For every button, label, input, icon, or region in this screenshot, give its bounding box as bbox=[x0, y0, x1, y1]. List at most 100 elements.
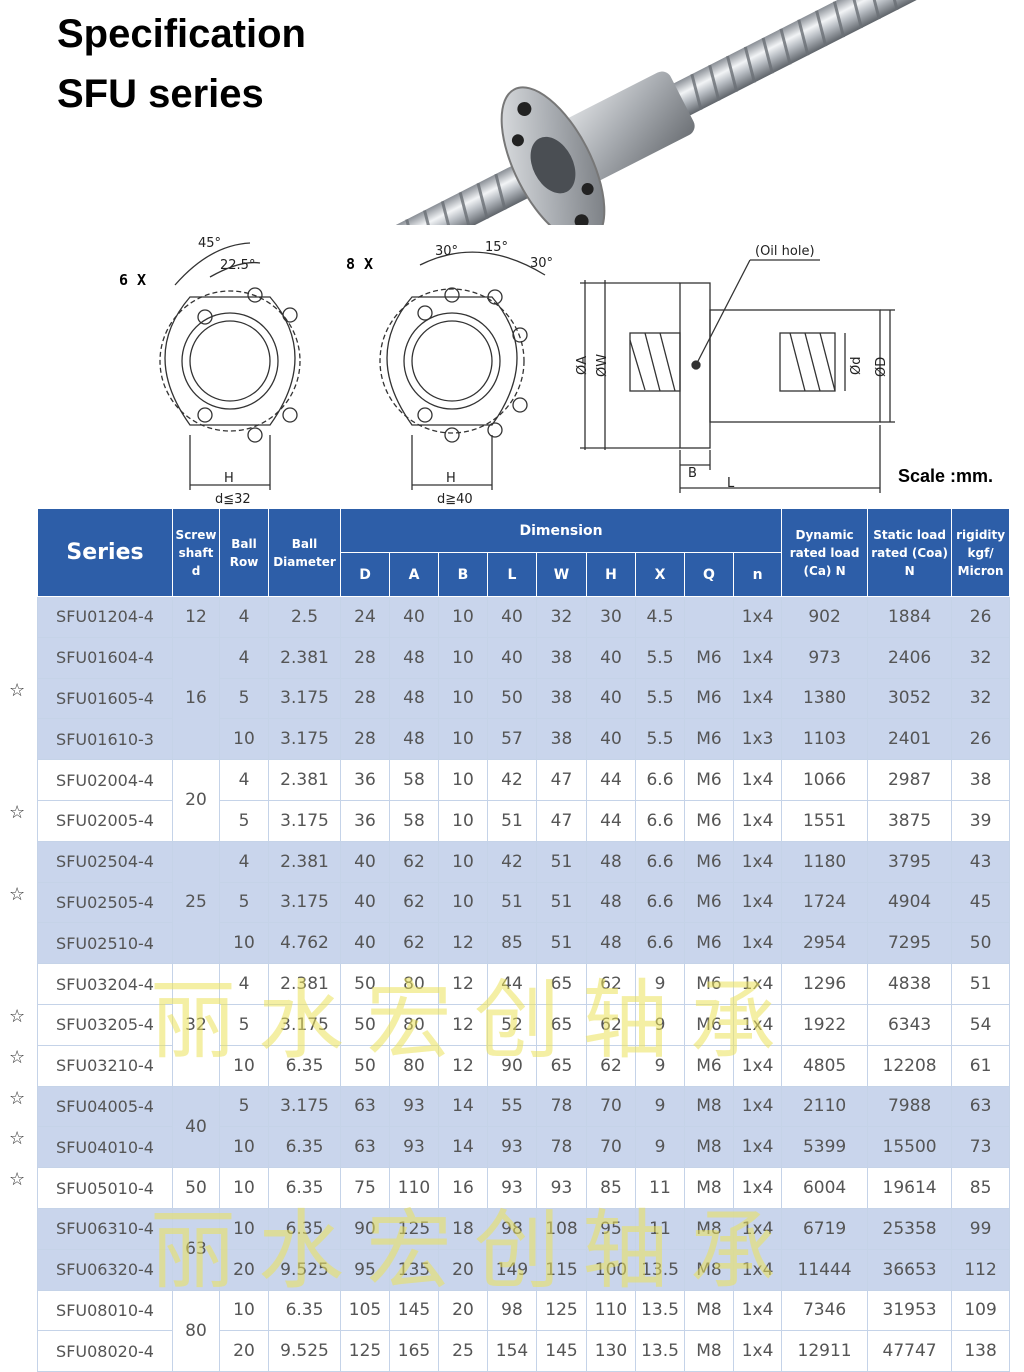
cell-w: 145 bbox=[536, 1330, 587, 1372]
cell-x: 13.5 bbox=[635, 1248, 685, 1291]
cell-b: 14 bbox=[438, 1126, 488, 1169]
cell-x: 5.5 bbox=[635, 677, 685, 720]
cell-h: 48 bbox=[586, 840, 636, 883]
cell-static-load: 19614 bbox=[867, 1167, 953, 1209]
cell-ball-diameter: 6.35 bbox=[268, 1289, 341, 1332]
cell-rigidity: 39 bbox=[951, 799, 1011, 842]
cell-n: 1x4 bbox=[732, 799, 783, 842]
cell-d: 40 bbox=[340, 840, 390, 883]
cell-n: 1x4 bbox=[732, 596, 783, 638]
cell-x: 11 bbox=[635, 1167, 685, 1209]
cell-dynamic-load: 2110 bbox=[781, 1085, 869, 1128]
cell-x: 5.5 bbox=[635, 718, 685, 761]
cell-series: SFU01610-3 bbox=[37, 718, 173, 761]
cell-screw-shaft: 80 bbox=[172, 1289, 220, 1372]
cell-a: 145 bbox=[389, 1289, 439, 1332]
cell-ball-row: 5 bbox=[219, 799, 269, 842]
header-series: Series bbox=[37, 508, 173, 597]
cell-a: 62 bbox=[389, 840, 439, 883]
cell-dynamic-load: 6004 bbox=[781, 1167, 869, 1209]
technical-drawing: 45° 22.5° 30° 15° 30° H d≦32 H d≧40 (Oil… bbox=[159, 236, 895, 507]
cell-w: 125 bbox=[536, 1289, 587, 1332]
cell-q: M6 bbox=[684, 718, 734, 761]
cell-a: 93 bbox=[389, 1126, 439, 1169]
cell-w: 78 bbox=[536, 1085, 587, 1128]
cell-ball-row: 10 bbox=[219, 1126, 269, 1169]
cell-dynamic-load: 1066 bbox=[781, 759, 869, 801]
cell-series: SFU01605-4 bbox=[37, 677, 173, 720]
header-dimension: Dimension bbox=[339, 508, 783, 553]
cell-b: 12 bbox=[438, 922, 488, 965]
cell-d: 36 bbox=[340, 759, 390, 801]
cell-q: M6 bbox=[684, 759, 734, 801]
cell-n: 1x4 bbox=[732, 1044, 783, 1087]
recommended-star-icon: ☆ bbox=[9, 1087, 26, 1109]
cond-mid: d≧40 bbox=[437, 492, 473, 507]
cell-series: SFU02505-4 bbox=[37, 881, 173, 924]
cell-n: 1x4 bbox=[732, 963, 783, 1005]
cell-x: 9 bbox=[635, 1085, 685, 1128]
angle-22-5-label: 22.5° bbox=[220, 258, 255, 273]
cell-a: 48 bbox=[389, 718, 439, 761]
cell-n: 1x4 bbox=[732, 1126, 783, 1169]
label-6x: 6 X bbox=[119, 271, 147, 289]
cell-n: 1x4 bbox=[732, 1167, 783, 1209]
cell-static-load: 47747 bbox=[867, 1330, 953, 1372]
cell-h: 100 bbox=[586, 1248, 636, 1291]
cell-w: 78 bbox=[536, 1126, 587, 1169]
cell-ball-diameter: 3.175 bbox=[268, 881, 341, 924]
angle-15-label: 15° bbox=[485, 240, 508, 255]
cell-q: M8 bbox=[684, 1085, 734, 1128]
cell-d: 105 bbox=[340, 1289, 390, 1332]
cell-ball-row: 4 bbox=[219, 636, 269, 679]
cell-b: 10 bbox=[438, 636, 488, 679]
cell-h: 62 bbox=[586, 963, 636, 1005]
cell-b: 10 bbox=[438, 718, 488, 761]
cell-dynamic-load: 6719 bbox=[781, 1207, 869, 1250]
cell-static-load: 3795 bbox=[867, 840, 953, 883]
cell-ball-diameter: 3.175 bbox=[268, 677, 341, 720]
cell-screw-shaft: 25 bbox=[172, 840, 220, 965]
cell-rigidity: 32 bbox=[951, 677, 1011, 720]
spec-table: Series Screw shaft d Ball Row Ball Diame… bbox=[37, 508, 1011, 1372]
cell-x: 6.6 bbox=[635, 922, 685, 965]
cell-n: 1x4 bbox=[732, 1003, 783, 1046]
cell-a: 62 bbox=[389, 881, 439, 924]
cell-q: M6 bbox=[684, 636, 734, 679]
cell-rigidity: 51 bbox=[951, 963, 1011, 1005]
cell-dynamic-load: 7346 bbox=[781, 1289, 869, 1332]
cell-q: M6 bbox=[684, 922, 734, 965]
cell-q: M8 bbox=[684, 1126, 734, 1169]
cell-b: 10 bbox=[438, 677, 488, 720]
dim-b-label: B bbox=[688, 466, 697, 481]
cell-rigidity: 54 bbox=[951, 1003, 1011, 1046]
cell-static-load: 4904 bbox=[867, 881, 953, 924]
cell-n: 1x4 bbox=[732, 636, 783, 679]
cell-static-load: 15500 bbox=[867, 1126, 953, 1169]
cell-ball-row: 10 bbox=[219, 1289, 269, 1332]
header-dim-h: H bbox=[586, 552, 636, 597]
cell-series: SFU03204-4 bbox=[37, 963, 173, 1005]
cell-dynamic-load: 12911 bbox=[781, 1330, 869, 1372]
cell-d: 28 bbox=[340, 636, 390, 679]
cell-series: SFU03205-4 bbox=[37, 1003, 173, 1046]
cell-series: SFU02504-4 bbox=[37, 840, 173, 883]
cell-ball-diameter: 2.5 bbox=[268, 596, 341, 638]
cell-ball-row: 20 bbox=[219, 1248, 269, 1291]
cell-a: 62 bbox=[389, 922, 439, 965]
cell-series: SFU01204-4 bbox=[37, 596, 173, 638]
recommended-star-icon: ☆ bbox=[9, 679, 26, 701]
cell-n: 1x4 bbox=[732, 677, 783, 720]
cell-rigidity: 112 bbox=[951, 1248, 1011, 1291]
cell-b: 20 bbox=[438, 1248, 488, 1291]
cell-b: 18 bbox=[438, 1207, 488, 1250]
cell-q: M8 bbox=[684, 1248, 734, 1291]
recommended-star-icon: ☆ bbox=[9, 1046, 26, 1068]
recommended-star-icon: ☆ bbox=[9, 883, 26, 905]
dim-w-label: ØW bbox=[595, 354, 610, 377]
cell-static-load: 25358 bbox=[867, 1207, 953, 1250]
